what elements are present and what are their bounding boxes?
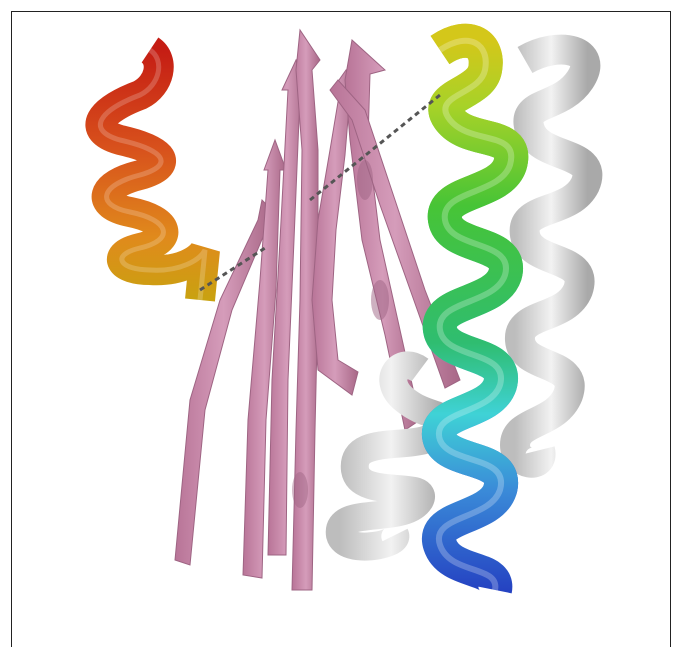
grey-helix-front [340,365,443,546]
red-orange-helix [100,50,205,300]
grey-helix-back [515,50,587,463]
rainbow-helix [439,41,511,590]
